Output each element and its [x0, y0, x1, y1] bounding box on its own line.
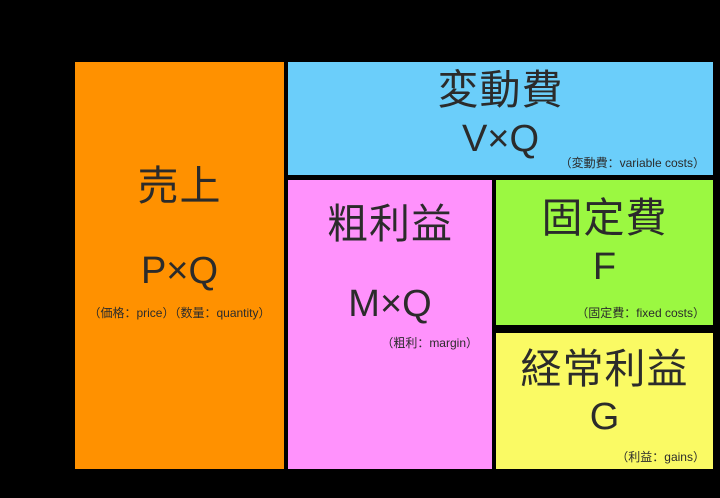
- fixed-costs-formula: F: [592, 246, 617, 288]
- ordinary-profit-note: （利益：gains）: [616, 450, 705, 464]
- variable-costs-box: 変動費 V×Q （変動費：variable costs）: [288, 62, 713, 175]
- ordinary-profit-box: 経常利益 G （利益：gains）: [496, 333, 713, 469]
- gross-margin-title: 粗利益: [327, 201, 453, 247]
- gross-margin-note: （粗利：margin）: [381, 336, 478, 350]
- variable-costs-title: 変動費: [437, 67, 564, 113]
- variable-costs-note: （変動費：variable costs）: [559, 156, 705, 170]
- fixed-costs-note: （固定費：fixed costs）: [576, 306, 705, 320]
- sales-box: 売上 P×Q （価格：price）（数量：quantity）: [75, 62, 284, 469]
- ordinary-profit-formula: G: [589, 396, 620, 438]
- sales-title: 売上: [137, 163, 222, 209]
- variable-costs-formula: V×Q: [461, 118, 540, 160]
- ordinary-profit-title: 経常利益: [520, 346, 689, 392]
- sales-note: （価格：price）（数量：quantity）: [88, 306, 271, 320]
- sales-formula: P×Q: [140, 250, 219, 292]
- fixed-costs-box: 固定費 F （固定費：fixed costs）: [496, 180, 713, 325]
- fixed-costs-title: 固定費: [541, 195, 668, 241]
- gross-margin-formula: M×Q: [348, 283, 432, 325]
- gross-margin-box: 粗利益 M×Q （粗利：margin）: [288, 180, 492, 469]
